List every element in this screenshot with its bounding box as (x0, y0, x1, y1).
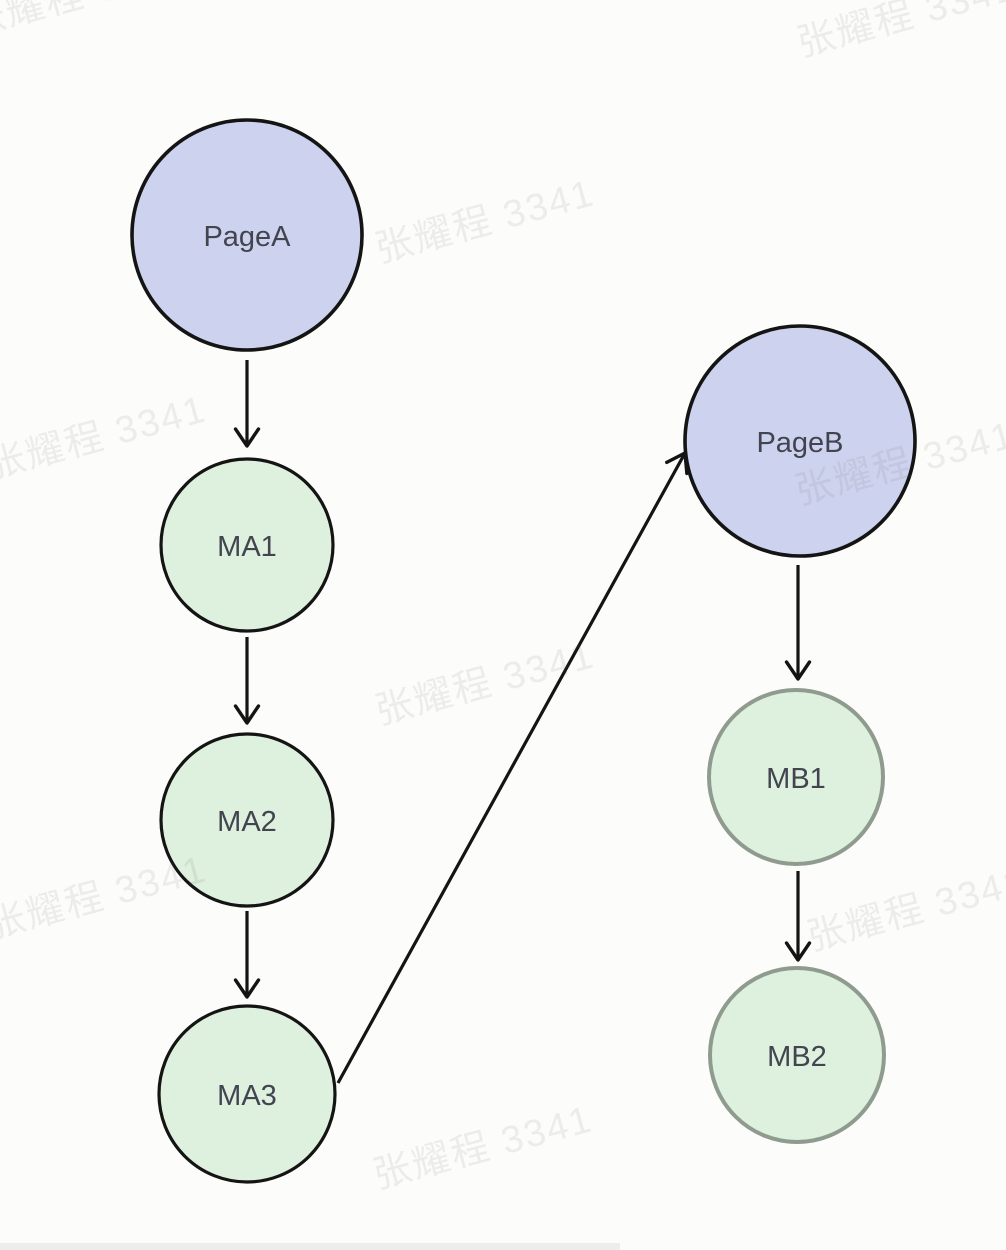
node-mb1-label: MB1 (766, 763, 826, 795)
bottom-edge-strip (0, 1243, 620, 1250)
node-pageb-label: PageB (756, 427, 843, 459)
edge-ma3-pageb[interactable] (336, 451, 689, 1084)
node-ma2-label: MA2 (217, 806, 277, 838)
node-pagea-label: PageA (203, 221, 291, 253)
node-mb2-label: MB2 (767, 1041, 827, 1073)
node-mb1[interactable]: MB1 (707, 688, 885, 866)
node-pagea[interactable]: PageA (130, 118, 364, 352)
node-pageb[interactable]: PageB (683, 324, 917, 558)
node-ma1[interactable]: MA1 (159, 457, 335, 633)
node-ma3-label: MA3 (217, 1080, 277, 1112)
node-ma3[interactable]: MA3 (157, 1004, 337, 1184)
node-mb2[interactable]: MB2 (708, 966, 886, 1144)
node-ma1-label: MA1 (217, 531, 277, 563)
node-ma2[interactable]: MA2 (159, 732, 335, 908)
